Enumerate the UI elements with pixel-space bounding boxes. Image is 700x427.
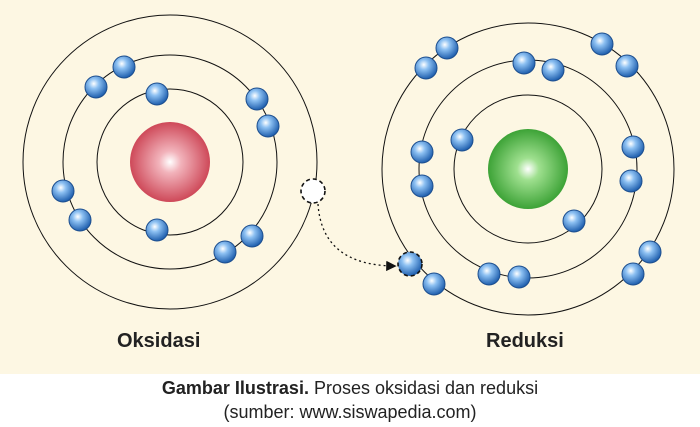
electron [619, 169, 643, 193]
electron [512, 51, 536, 75]
left-nucleus [130, 122, 210, 202]
figure-caption: Gambar Ilustrasi. Proses oksidasi dan re… [0, 376, 700, 400]
electron [414, 56, 438, 80]
caption-source: (sumber: www.siswapedia.com) [223, 402, 477, 422]
electron [84, 75, 108, 99]
left-electron-vacancy [300, 178, 326, 204]
caption-text: Proses oksidasi dan reduksi [313, 378, 539, 398]
electron [245, 87, 269, 111]
right-orbit-3 [381, 22, 675, 316]
caption-title: Gambar Ilustrasi. [161, 378, 309, 398]
left-orbit-1 [96, 88, 244, 236]
left-orbit-2 [62, 54, 278, 270]
electron [410, 140, 434, 164]
right-electrons [410, 32, 662, 296]
electron [507, 265, 531, 289]
electron [145, 218, 169, 242]
left-orbit-3 [22, 14, 318, 310]
electron [621, 135, 645, 159]
reduction-label: Reduksi [486, 330, 564, 352]
redox-diagram [22, 14, 675, 316]
right-nucleus [488, 129, 568, 209]
electron [51, 179, 75, 203]
electron [590, 32, 614, 56]
electron [638, 240, 662, 264]
electron [240, 224, 264, 248]
left-atom [22, 14, 326, 310]
electron [213, 240, 237, 264]
right-orbit-1 [453, 94, 603, 244]
electron [541, 58, 565, 82]
left-electrons [51, 55, 280, 264]
right-atom [381, 22, 675, 316]
electron [410, 174, 434, 198]
electron [145, 82, 169, 106]
electron-transfer-arrow [317, 203, 397, 272]
right-gained-electron [397, 251, 423, 277]
electron [112, 55, 136, 79]
electron [68, 208, 92, 232]
electron [477, 262, 501, 286]
electron [422, 272, 446, 296]
electron [562, 209, 586, 233]
electron [256, 114, 280, 138]
electron [450, 128, 474, 152]
electron [615, 54, 639, 78]
oxidation-label: Oksidasi [117, 330, 201, 352]
electron [435, 36, 459, 60]
electron [621, 262, 645, 286]
